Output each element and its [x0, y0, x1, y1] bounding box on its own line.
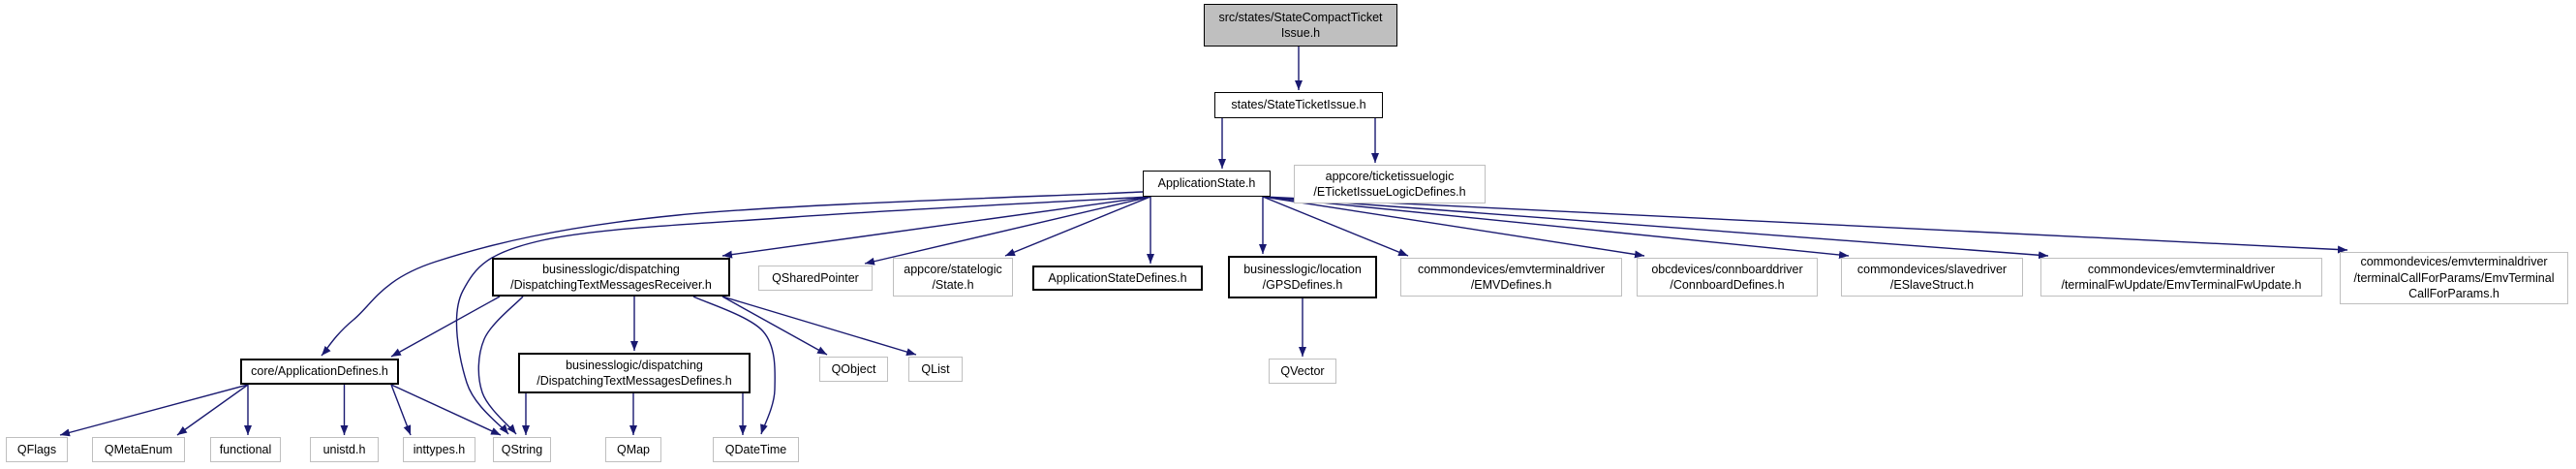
node-stateh: appcore/statelogic /State.h — [893, 258, 1013, 297]
node-inttypes: inttypes.h — [403, 437, 475, 462]
node-connboard: obcdevices/connboarddriver /ConnboardDef… — [1637, 258, 1818, 297]
edge-appState-emv — [1262, 196, 1409, 257]
edge-appState-qsharedptr — [864, 196, 1151, 266]
node-qmetaenum: QMetaEnum — [92, 437, 185, 462]
edge-receiver-qstring — [477, 296, 524, 435]
node-receiver[interactable]: businesslogic/dispatching /DispatchingTe… — [492, 258, 730, 297]
node-appDefines[interactable]: core/ApplicationDefines.h — [240, 359, 399, 385]
node-qstring: QString — [493, 437, 551, 462]
edge-appState-qstring — [455, 196, 1151, 435]
node-fwupdate: commondevices/emvterminaldriver /termina… — [2040, 258, 2322, 297]
node-gps[interactable]: businesslogic/location /GPSDefines.h — [1228, 256, 1377, 298]
node-root: src/states/StateCompactTicket Issue.h — [1204, 4, 1397, 47]
node-eTicket: appcore/ticketissuelogic /ETicketIssueLo… — [1294, 165, 1486, 203]
node-stateTicketIssue[interactable]: states/StateTicketIssue.h — [1214, 92, 1383, 118]
node-msgDefines[interactable]: businesslogic/dispatching /DispatchingTe… — [518, 353, 751, 393]
edge-appState-connboard — [1262, 196, 1645, 259]
edge-appState-appDefines — [321, 191, 1144, 357]
edge-receiver-appDefines — [390, 296, 501, 358]
node-qlist: QList — [908, 357, 963, 382]
node-unistd: unistd.h — [310, 437, 379, 462]
edge-appState-fwupdate — [1262, 196, 2049, 260]
edge-appState-callforparams — [1262, 196, 2348, 254]
edge-receiver-qdatetime — [692, 296, 776, 435]
edge-appDefines-qmetaenum — [176, 384, 249, 436]
node-eslave: commondevices/slavedriver /ESlaveStruct.… — [1841, 258, 2023, 297]
node-appState[interactable]: ApplicationState.h — [1143, 171, 1271, 197]
edge-appDefines-inttypes — [390, 384, 412, 436]
node-appStateDefines[interactable]: ApplicationStateDefines.h — [1032, 266, 1203, 291]
edge-receiver-qlist — [721, 296, 917, 356]
edge-appState-receiver — [721, 196, 1151, 259]
edge-appDefines-qflags — [59, 384, 249, 437]
node-qvector: QVector — [1269, 359, 1336, 384]
edge-receiver-qobject — [721, 296, 828, 356]
node-emv: commondevices/emvterminaldriver /EMVDefi… — [1400, 258, 1622, 297]
node-qflags: QFlags — [6, 437, 68, 462]
node-qdatetime: QDateTime — [713, 437, 799, 462]
edge-appState-stateh — [1004, 196, 1151, 257]
node-qsharedptr: QSharedPointer — [758, 266, 873, 291]
node-callforparams: commondevices/emvterminaldriver /termina… — [2340, 252, 2568, 304]
node-qobject: QObject — [819, 357, 888, 382]
edge-appDefines-qstring — [390, 384, 502, 436]
node-functional: functional — [210, 437, 281, 462]
node-qmap: QMap — [605, 437, 661, 462]
edge-appState-eslave — [1262, 196, 1850, 259]
